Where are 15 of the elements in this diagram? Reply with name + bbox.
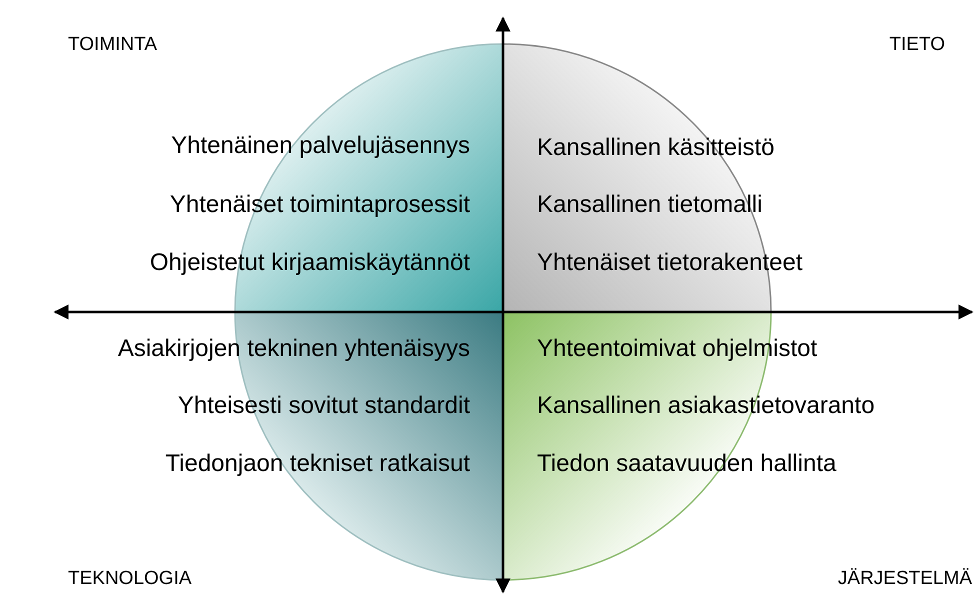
quadrant-label: TOIMINTA: [68, 34, 158, 56]
item-text: Tiedonjaon tekniset ratkaisut: [165, 450, 470, 478]
item-text: Tiedon saatavuuden hallinta: [537, 450, 836, 478]
item-text: Yhtenäiset toimintaprosessit: [170, 191, 470, 219]
item-text: Yhteentoimivat ohjelmistot: [537, 335, 818, 363]
item-text: Yhtenäinen palvelujäsennys: [171, 132, 470, 160]
quadrant-label: TIETO: [889, 34, 945, 56]
quadrant-label: JÄRJESTELMÄ: [838, 568, 972, 590]
quadrant-label: TEKNOLOGIA: [68, 568, 192, 590]
item-text: Kansallinen käsitteistö: [537, 134, 774, 162]
item-text: Asiakirjojen tekninen yhtenäisyys: [118, 335, 470, 363]
item-text: Yhtenäiset tietorakenteet: [537, 249, 803, 277]
item-text: Ohjeistetut kirjaamiskäytännöt: [150, 249, 470, 277]
item-text: Yhteisesti sovitut standardit: [178, 392, 470, 420]
item-text: Kansallinen tietomalli: [537, 191, 762, 219]
